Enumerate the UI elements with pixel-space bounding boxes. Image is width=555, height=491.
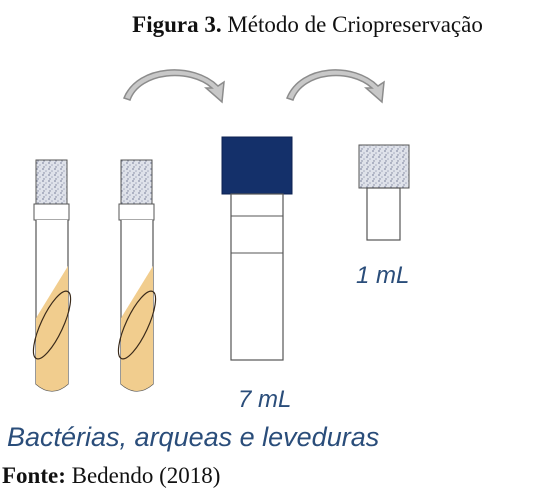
culture-tube — [117, 159, 157, 392]
culture-streak — [117, 290, 157, 360]
figure-title: Figura 3. Método de Criopreservação — [60, 12, 555, 38]
source-text: Bedendo (2018) — [71, 463, 221, 488]
transfer-arrow-icon — [122, 69, 225, 104]
agar-slant — [36, 266, 68, 391]
vial-1ml — [358, 144, 410, 241]
figure-label: Figura 3. — [132, 12, 222, 37]
figure-caption: Método de Criopreservação — [227, 12, 483, 37]
figure-source: Fonte: Bedendo (2018) — [2, 463, 220, 489]
culture-streak — [32, 290, 72, 360]
agar-slant — [121, 266, 153, 391]
source-label: Fonte: — [2, 463, 66, 488]
vial-7ml-label: 7 mL — [238, 386, 292, 413]
vial-1ml-label: 1 mL — [356, 262, 410, 289]
culture-tube — [32, 159, 72, 392]
organisms-label: Bactérias, arqueas e leveduras — [7, 422, 380, 452]
transfer-arrow-icon — [285, 69, 385, 104]
vial-7ml — [221, 136, 293, 361]
